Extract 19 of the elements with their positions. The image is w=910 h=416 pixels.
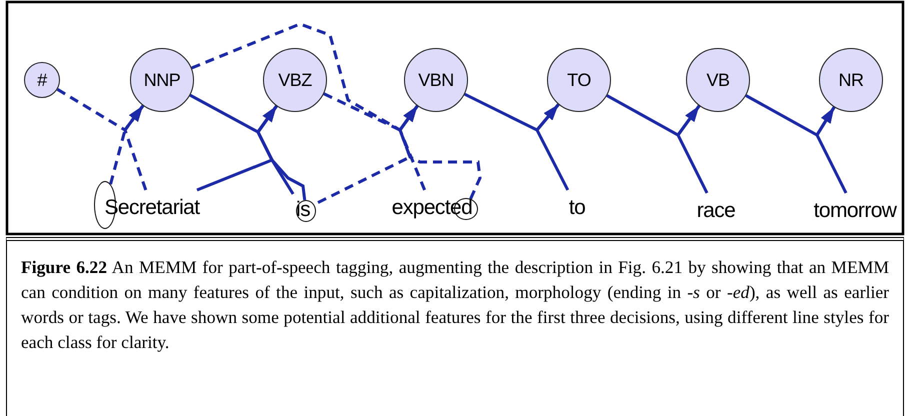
- tag-circle: #: [24, 62, 60, 98]
- tag-circle: TO: [547, 48, 611, 112]
- word-label: is: [291, 199, 315, 221]
- tag-circle: NNP: [130, 48, 194, 112]
- tag-circle: VB: [686, 48, 750, 112]
- arrow: [815, 106, 848, 194]
- tag-circle: NR: [819, 48, 883, 112]
- arrow: [256, 105, 306, 200]
- arrow: [123, 104, 148, 190]
- word-label: to: [564, 195, 590, 221]
- figure-caption: Figure 6.22 An MEMM for part-of-speech tagging, augmenting the description in Fig. 6.21 by showing that an MEMM can condition on many features of the input, such as capitalization, morphology (ending in -s or -ed), as well as earlier words or tags. We have shown some potential additional features for the first three decisions, using different line styles for each class for clarity.: [6, 237, 904, 416]
- arrow: [398, 105, 426, 191]
- tag-circle: VBZ: [263, 48, 327, 112]
- highlight-ellipse: [296, 200, 316, 222]
- arrow: [535, 104, 570, 191]
- arrow: [676, 105, 708, 194]
- word-label: tomorrow: [807, 198, 903, 224]
- tag-circle: VBN: [404, 48, 468, 112]
- word-label: race: [692, 198, 740, 224]
